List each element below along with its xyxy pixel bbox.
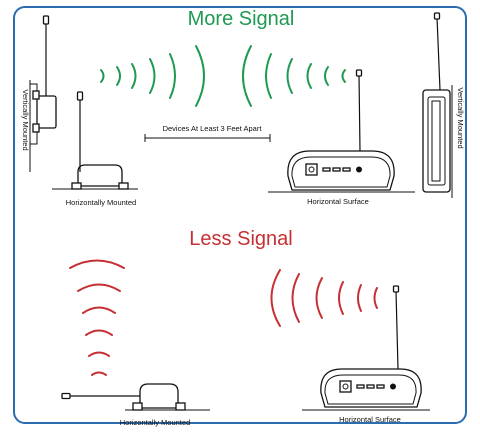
vertically-mounted-label-left: Vertically Mounted — [21, 89, 30, 150]
horizontal-surface-label-bottom: Horizontal Surface — [339, 415, 401, 424]
vertically-mounted-gateway-right — [422, 12, 453, 198]
horizontal-surface-label-top: Horizontal Surface — [307, 197, 369, 206]
strong-signal-waves — [100, 45, 346, 107]
gateway-horizontal-surface-top — [268, 69, 415, 193]
gateway-horizontal-surface-bottom — [302, 285, 430, 411]
distance-marker — [144, 134, 271, 142]
horizontally-mounted-device-bottom — [61, 383, 210, 411]
horizontally-mounted-label-top: Horizontally Mounted — [66, 198, 136, 207]
more-signal-title: More Signal — [188, 8, 295, 30]
less-signal-title: Less Signal — [189, 228, 292, 250]
horizontally-mounted-label-bottom: Horizontally Mounted — [120, 418, 190, 427]
devices-apart-label: Devices At Least 3 Feet Apart — [163, 124, 263, 133]
weak-signal-waves-vertical — [69, 259, 125, 376]
diagram-frame — [13, 6, 467, 424]
horizontally-mounted-device-top — [52, 91, 138, 190]
vertically-mounted-device-left — [29, 15, 57, 172]
weak-signal-waves-horizontal — [270, 269, 378, 327]
vertically-mounted-label-right: Vertically Mounted — [456, 87, 465, 148]
